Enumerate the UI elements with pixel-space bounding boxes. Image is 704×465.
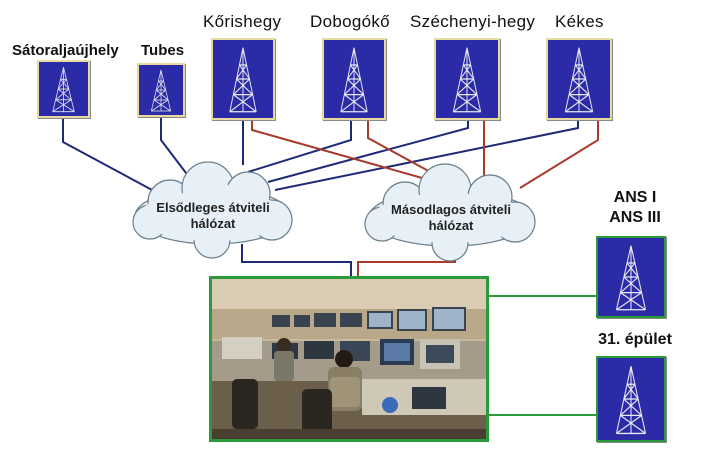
tower-ans [596, 236, 666, 318]
primary-network-cloud [132, 161, 293, 259]
site-label-szechenyi: Széchenyi-hegy [410, 12, 536, 31]
link-satoraljaujhely-primary [62, 118, 181, 206]
primary-network-line1: Elsődleges átviteli [156, 200, 270, 215]
radio-tower-icon [564, 47, 594, 113]
tower-dobogoko [322, 38, 386, 120]
tower-korishegy [211, 38, 275, 120]
primary-network-line2: hálózat [190, 216, 236, 231]
tower-kekes [546, 38, 612, 120]
radio-tower-icon [615, 366, 647, 435]
link-kekes-primary [274, 120, 579, 191]
radio-tower-icon [52, 67, 75, 113]
secondary-network-label: Másodlagos átviteli hálózat [372, 202, 530, 234]
tower-satoraljaujhely [37, 60, 90, 118]
secondary-network-cloud [364, 163, 536, 262]
link-szechenyi-primary [267, 120, 469, 183]
secondary-network-line2: hálózat [428, 218, 474, 233]
radio-tower-icon [615, 245, 647, 311]
link-dobogoko-primary [247, 120, 352, 173]
link-dobogoko-secondary [367, 120, 446, 181]
tower-tubes [137, 63, 185, 117]
site-label-korishegy: Kőrishegy [203, 12, 282, 31]
primary-links [62, 116, 579, 279]
ans-label-line2: ANS III [609, 209, 661, 226]
ans-label-line1: ANS I [613, 189, 657, 206]
link-korishegy-secondary [251, 120, 441, 184]
site-label-kekes: Kékes [555, 12, 604, 31]
secondary-network-line1: Másodlagos átviteli [391, 202, 511, 217]
site-label-dobogoko: Dobogókő [310, 12, 390, 31]
link-primary-control [241, 244, 352, 279]
tower-building [596, 356, 666, 442]
radio-tower-icon [340, 47, 368, 113]
site-label-satoraljaujhely: Sátoraljaújhely [12, 42, 119, 59]
primary-network-label: Elsődleges átviteli hálózat [138, 200, 288, 232]
site-label-tubes: Tubes [141, 42, 185, 59]
building-label: 31. épület [598, 331, 672, 348]
control-room-illustration [212, 279, 486, 439]
tower-szechenyi [434, 38, 500, 120]
radio-tower-icon [229, 47, 257, 113]
radio-tower-icon [452, 47, 482, 113]
link-kekes-secondary [519, 120, 599, 189]
control-room-photo [209, 276, 489, 442]
local-links [489, 295, 596, 416]
ans-label: ANS I ANS III [600, 188, 670, 228]
radio-tower-icon [150, 69, 172, 112]
